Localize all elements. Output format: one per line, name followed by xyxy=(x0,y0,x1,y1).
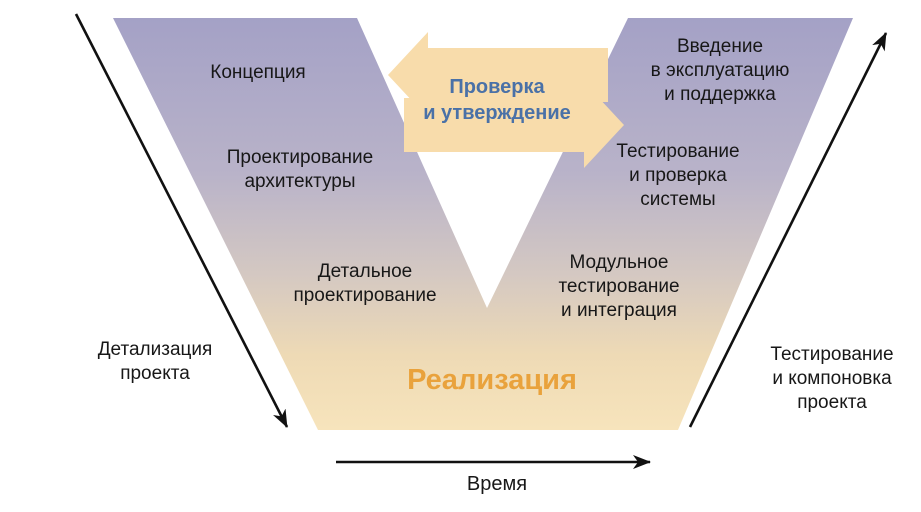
time-axis-label: Время xyxy=(466,473,528,495)
phase-concept-label: Концепция xyxy=(210,62,306,83)
phase-detailed-design-label: Детальное проектирование xyxy=(293,261,437,306)
phase-system-testing-label: Тестирование и проверка системы xyxy=(616,141,740,210)
detail-axis-label: Детализация проекта xyxy=(97,339,213,384)
verification-right-arrow-icon xyxy=(404,82,624,168)
testing-axis-label: Тестирование и компоновка проекта xyxy=(770,344,894,413)
phase-module-testing-label: Модульное тестирование и интеграция xyxy=(558,252,680,321)
detail-axis-arrow xyxy=(74,13,289,428)
phase-implementation-label: Реализация xyxy=(407,364,577,396)
testing-axis-arrow xyxy=(688,32,888,428)
v-shape xyxy=(113,18,853,430)
phase-deployment-label: Введение в эксплуатацию и поддержка xyxy=(650,36,790,105)
verification-label: Проверка и утверждение xyxy=(423,76,571,124)
verification-left-arrow-icon xyxy=(388,32,608,118)
phase-architecture-label: Проектирование архитектуры xyxy=(226,147,374,192)
